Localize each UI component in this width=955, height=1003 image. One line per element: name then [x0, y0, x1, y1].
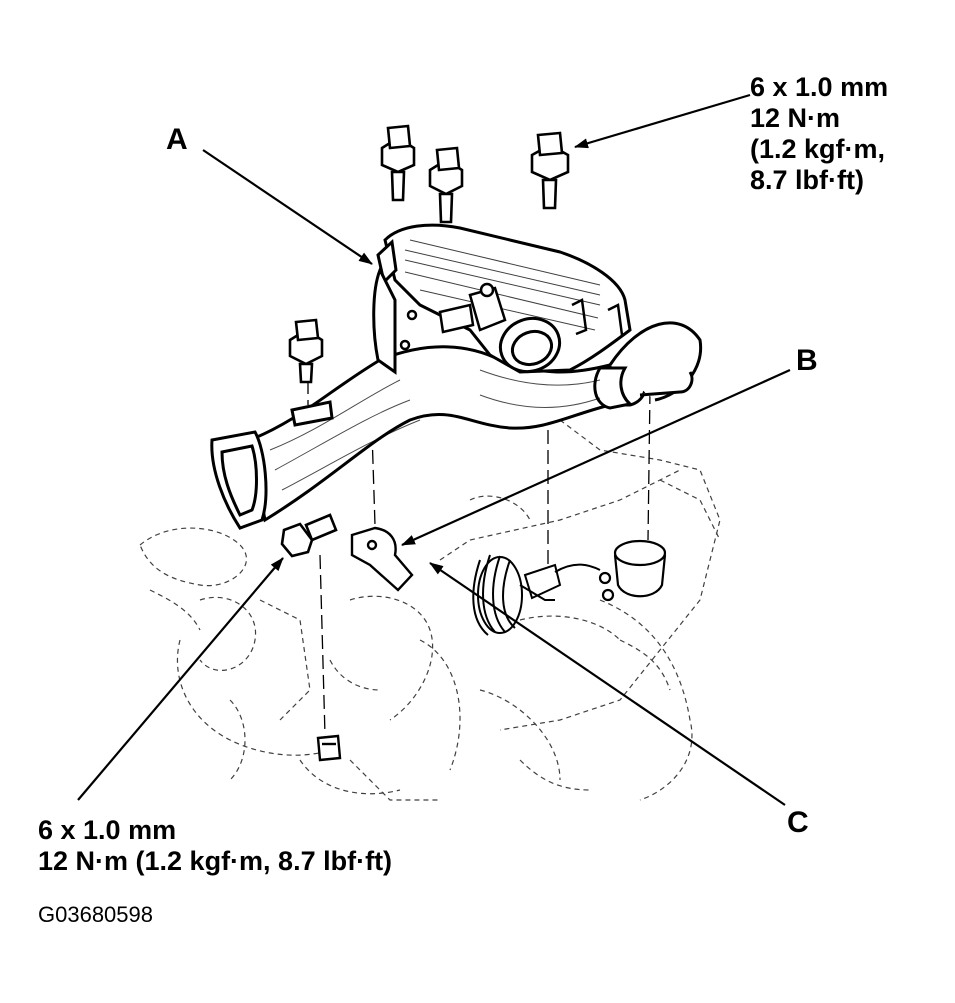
bolt-left	[288, 318, 324, 384]
leader-spec-bottom	[77, 557, 284, 801]
housing-outlet	[498, 317, 562, 373]
bolt-top-right	[530, 131, 570, 210]
spec-top-right: 6 x 1.0 mm 12 N·m (1.2 kgf·m, 8.7 lbf·ft…	[750, 72, 888, 196]
spec-top-size: 6 x 1.0 mm	[750, 72, 889, 102]
leader-spec-top	[574, 93, 751, 149]
mounting-nut	[316, 734, 342, 762]
callout-c: C	[787, 806, 809, 839]
leader-a	[202, 149, 373, 265]
resonator-housing	[372, 223, 632, 375]
housing-clips	[399, 298, 624, 351]
bolt-top-left	[380, 124, 416, 202]
figure-id: G03680598	[38, 902, 153, 927]
spec-top-torque-kgfm: (1.2 kgf·m,	[750, 134, 886, 165]
ribbed-hose	[472, 554, 523, 636]
leader-c	[429, 562, 786, 806]
spec-bottom-torque: 12 N·m (1.2 kgf·m, 8.7 lbf·ft)	[38, 846, 393, 877]
spec-top-torque-nm: 12 N·m	[750, 103, 841, 134]
mounting-bracket	[350, 526, 414, 592]
bolt-lower	[280, 513, 338, 558]
leader-b	[401, 368, 791, 547]
leader-lines	[77, 93, 791, 806]
solenoid-valve	[438, 282, 507, 334]
engine-background	[139, 419, 721, 801]
spec-top-torque-lbfft: 8.7 lbf·ft)	[750, 165, 864, 196]
callout-b: B	[796, 344, 818, 377]
housing-ribs	[404, 239, 601, 331]
air-duct	[210, 321, 703, 530]
callout-a: A	[166, 123, 188, 156]
sensor-connector	[519, 563, 601, 601]
spec-bottom-size: 6 x 1.0 mm	[38, 815, 177, 845]
intake-port	[598, 539, 667, 602]
spec-bottom-left: 6 x 1.0 mm 12 N·m (1.2 kgf·m, 8.7 lbf·ft…	[38, 815, 392, 877]
bolt-top-middle	[428, 146, 464, 224]
duct-ribs	[269, 369, 601, 491]
